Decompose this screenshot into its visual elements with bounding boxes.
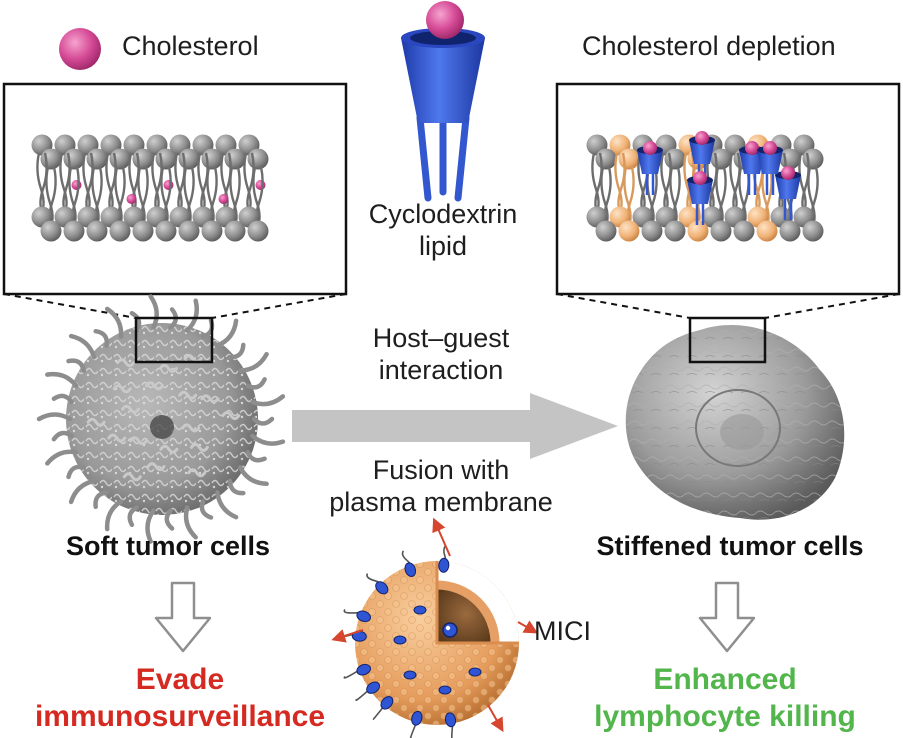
enhanced-outcome-label: Enhanced lymphocyte killing bbox=[565, 662, 885, 735]
evade-line1: Evade bbox=[135, 663, 225, 696]
soft-cells-label: Soft tumor cells bbox=[65, 531, 271, 561]
host-guest-line2: interaction bbox=[378, 354, 504, 385]
cholesterol-label: Cholesterol bbox=[122, 31, 259, 61]
soft-cell-zoom-box bbox=[134, 316, 214, 364]
host-guest-line1: Host–guest bbox=[372, 323, 510, 353]
fusion-line1: Fusion with bbox=[372, 455, 510, 485]
enhanced-line1: Enhanced bbox=[653, 663, 797, 696]
evade-outcome-label: Evade immunosurveillance bbox=[10, 662, 350, 735]
cholesterol-legend-icon bbox=[59, 28, 101, 70]
fusion-line2: plasma membrane bbox=[329, 486, 553, 517]
fusion-label: Fusion with plasma membrane bbox=[306, 455, 576, 519]
evade-line2: immunosurveillance bbox=[34, 699, 326, 733]
zoom-lines bbox=[3, 293, 900, 319]
cyclodextrin-label-line2: lipid bbox=[418, 230, 468, 261]
transition-arrow bbox=[292, 393, 618, 459]
cyclodextrin-lipid-label: Cyclodextrin lipid bbox=[353, 199, 533, 263]
stiff-cell-zoom-box bbox=[688, 316, 767, 364]
mici-vesicle bbox=[331, 517, 539, 738]
enhanced-line2: lymphocyte killing bbox=[594, 699, 856, 733]
mici-label: MICI bbox=[534, 616, 591, 646]
stiffened-cells-label: Stiffened tumor cells bbox=[596, 531, 864, 561]
soft-tumor-cell bbox=[36, 294, 286, 544]
cholesterol-depletion-label: Cholesterol depletion bbox=[582, 31, 836, 61]
cyclodextrin-label-line1: Cyclodextrin bbox=[368, 199, 518, 229]
host-guest-label: Host–guest interaction bbox=[326, 323, 556, 387]
left-down-arrow bbox=[154, 581, 212, 653]
stiffened-tumor-cell bbox=[625, 324, 845, 520]
right-down-arrow bbox=[698, 581, 756, 653]
left-membrane-inset bbox=[2, 82, 348, 296]
cyclodextrin-lipid-icon bbox=[401, 1, 485, 202]
right-membrane-inset bbox=[555, 82, 901, 296]
